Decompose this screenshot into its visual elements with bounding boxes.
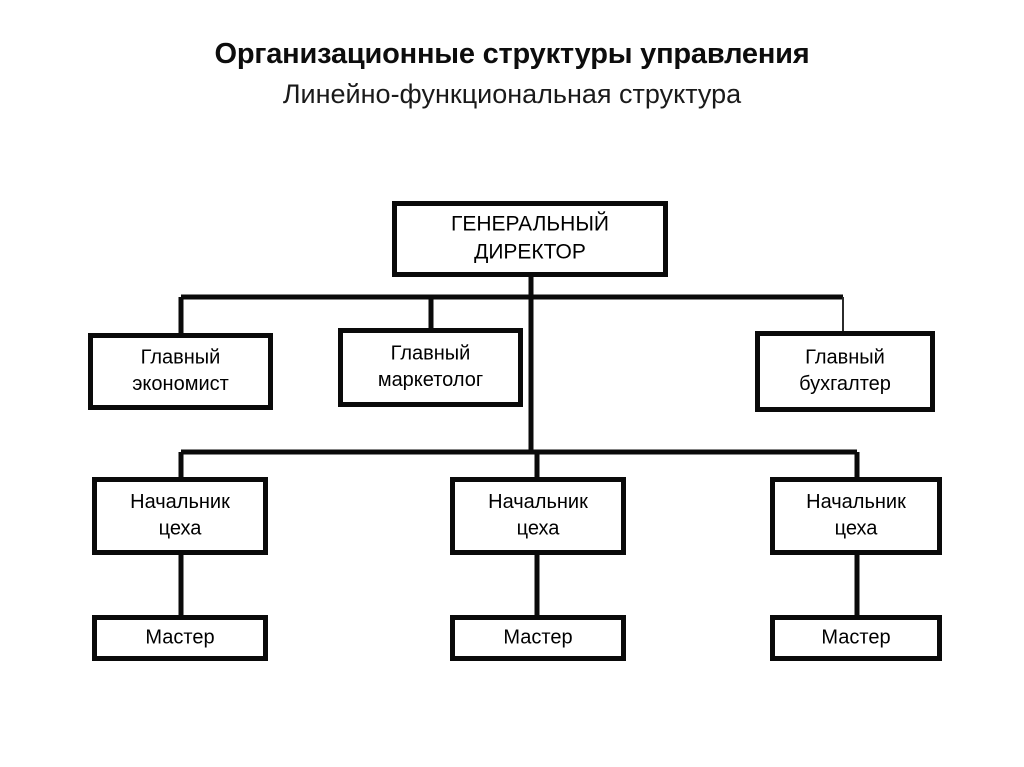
node-label-shop-head-1: Начальник [130,491,230,513]
node-chief-economist[interactable]: Главный экономист [88,333,273,410]
node-layer: ГЕНЕРАЛЬНЫЙДИРЕКТОРГлавныйэкономистГлавн… [88,201,942,661]
node-box-foreman-3 [770,615,942,661]
node-label-chief-marketer: Главный [391,343,471,365]
node-shop-head-1[interactable]: Начальник цеха [92,477,268,555]
node-box-chief-economist [88,333,273,410]
node-box-chief-marketer [338,328,523,407]
node-foreman-3[interactable]: Мастер [770,615,942,661]
node-box-shop-head-2 [450,477,626,555]
node-label-chief-economist: Главный [141,347,221,369]
node-label-shop-head-3: Начальник [806,491,906,513]
node-shop-head-3[interactable]: Начальник цеха [770,477,942,555]
node-label-shop-head-1: цеха [159,517,203,539]
node-label-foreman-2: Мастер [503,626,572,648]
node-label-shop-head-2: Начальник [488,491,588,513]
node-label-shop-head-2: цеха [517,517,561,539]
node-foreman-2[interactable]: Мастер [450,615,626,661]
node-box-shop-head-1 [92,477,268,555]
node-box-director [392,201,668,277]
node-chief-marketer[interactable]: Главный маркетолог [338,328,523,407]
node-label-director: ГЕНЕРАЛЬНЫЙ [451,212,609,236]
page-title: Организационные структуры управления [214,38,810,70]
node-director[interactable]: ГЕНЕРАЛЬНЫЙ ДИРЕКТОР [392,201,668,277]
node-box-foreman-1 [92,615,268,661]
node-box-foreman-2 [450,615,626,661]
node-shop-head-2[interactable]: Начальник цеха [450,477,626,555]
node-label-foreman-3: Мастер [821,626,890,648]
node-label-foreman-1: Мастер [145,626,214,648]
connector-layer [178,277,860,615]
node-label-chief-accountant: бухгалтер [799,373,891,395]
node-foreman-1[interactable]: Мастер [92,615,268,661]
node-chief-accountant[interactable]: Главный бухгалтер [755,331,935,412]
node-label-chief-economist: экономист [132,373,229,395]
page-subtitle: Линейно-функциональная структура [282,79,742,110]
node-label-chief-accountant: Главный [805,347,885,369]
node-label-chief-marketer: маркетолог [378,369,483,391]
title-block: Организационные структуры управления Лин… [0,38,1024,111]
node-box-shop-head-3 [770,477,942,555]
node-label-director: ДИРЕКТОР [474,240,586,263]
node-label-shop-head-3: цеха [835,517,879,539]
node-box-chief-accountant [755,331,935,412]
